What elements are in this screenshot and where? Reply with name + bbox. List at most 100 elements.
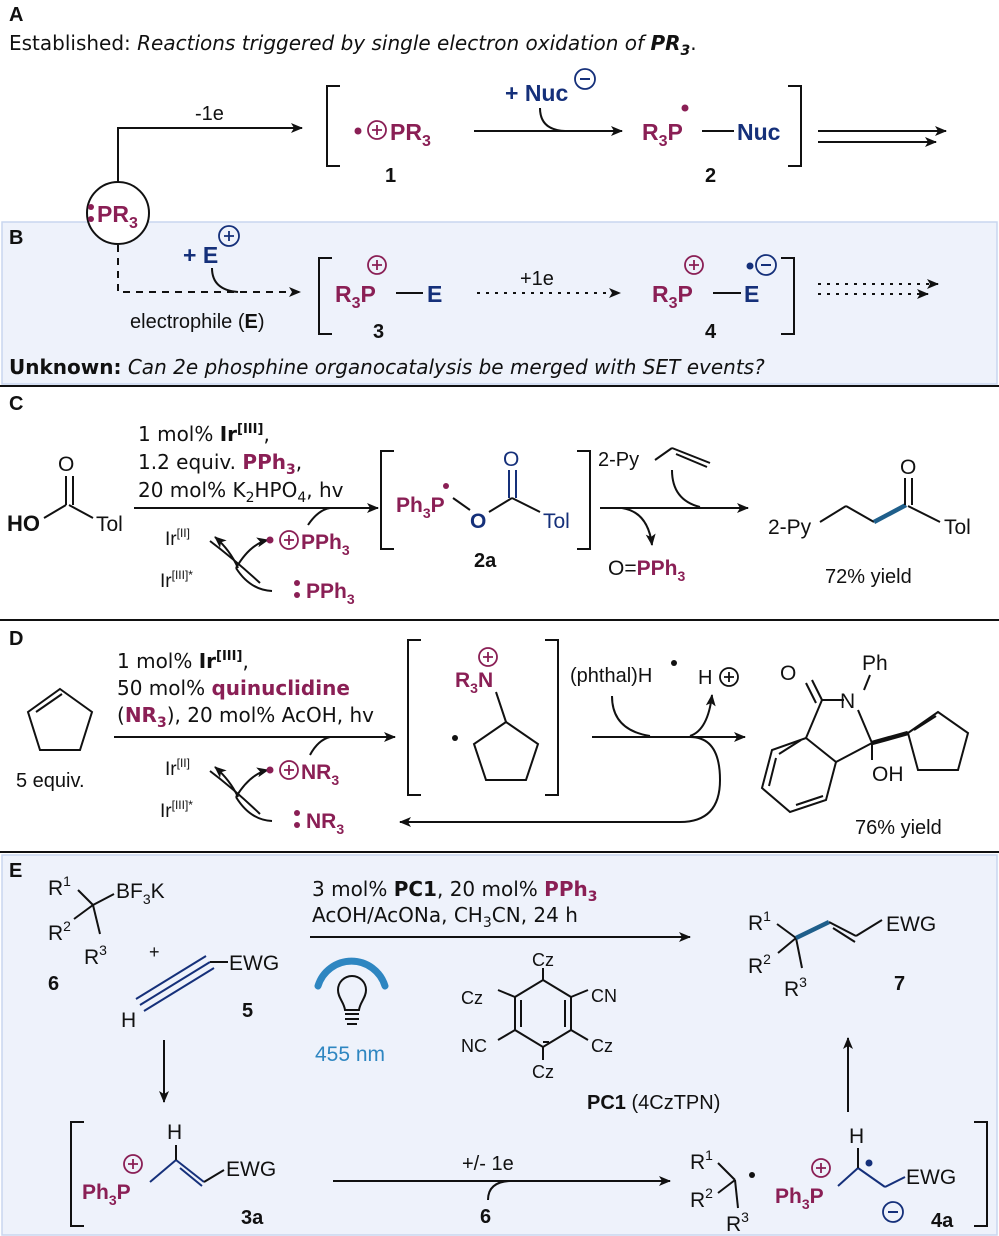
compound-number-6: 6 bbox=[48, 973, 59, 995]
equiv-label: 5 equiv. bbox=[16, 770, 85, 792]
cz-right: Cz bbox=[591, 1036, 613, 1056]
substituent-r1: R1 bbox=[48, 873, 71, 900]
ir-ii-label: Ir[II] bbox=[165, 756, 190, 780]
substituent-r1: R1 bbox=[690, 1147, 713, 1174]
vinylpyridine-curve bbox=[671, 469, 701, 508]
substituent-r2: R2 bbox=[748, 951, 771, 978]
plus-circle-icon bbox=[684, 255, 704, 275]
condition-e-1: 3 mol% PC1, 20 mol% PPh3 bbox=[312, 877, 597, 905]
cycle-arrow bbox=[235, 537, 269, 569]
plus-circle-icon bbox=[478, 647, 498, 667]
bracket-left-b bbox=[318, 257, 332, 335]
isoindolinone-product bbox=[760, 674, 970, 814]
ir-ii-label: Ir[II] bbox=[165, 526, 190, 550]
cycle-arc bbox=[235, 796, 273, 822]
alkyne-structure bbox=[135, 955, 215, 1012]
substituent-r2: R2 bbox=[690, 1185, 713, 1212]
substituent-r3: R3 bbox=[784, 974, 807, 1001]
pc1-label: PC1 (4CzTPN) bbox=[587, 1092, 720, 1114]
product-d-oxygen: O bbox=[780, 662, 796, 685]
catalyst-return-arrow bbox=[399, 736, 722, 827]
int-4a-h: H bbox=[849, 1125, 864, 1148]
set-arrow-label: +/- 1e bbox=[462, 1153, 514, 1175]
arrow-label-minus-1e: -1e bbox=[195, 103, 224, 125]
bond bbox=[68, 504, 94, 519]
bracket-right-e bbox=[974, 1121, 988, 1227]
cycle-arc bbox=[235, 567, 273, 592]
bracket-right-a bbox=[788, 85, 802, 167]
electrophile-dashed-arrow bbox=[117, 245, 301, 297]
bond bbox=[511, 497, 541, 513]
panel-a-label: A bbox=[9, 4, 23, 26]
unknown-question: Unknown: Can 2e phosphine organocatalysi… bbox=[9, 355, 765, 379]
intermediate-4-phosphorus: R3P bbox=[652, 281, 693, 312]
condition-c-1: 1 mol% Ir[III], bbox=[138, 422, 270, 446]
phosphine-pr3: PR3 bbox=[97, 201, 138, 232]
ylide-bonds bbox=[837, 1167, 906, 1188]
bond bbox=[819, 505, 847, 523]
radical-dot bbox=[266, 536, 274, 544]
lone-pair-nr3: NR3 bbox=[306, 810, 344, 837]
panel-c-label: C bbox=[9, 393, 23, 415]
condition-c-3: 20 mol% K2HPO4, hv bbox=[138, 478, 344, 506]
electrophile-label: electrophile (E) bbox=[130, 311, 265, 333]
plus-circle-icon bbox=[279, 530, 299, 550]
substituent-r2: R2 bbox=[48, 918, 71, 945]
arrow-label-plus-1e: +1e bbox=[520, 268, 554, 290]
proton-release-arrow bbox=[689, 694, 716, 737]
lone-pair-dot bbox=[294, 580, 300, 586]
compound-number-3: 3 bbox=[373, 321, 384, 343]
nc-left: NC bbox=[461, 1036, 487, 1056]
radical-cation-pph3: PPh3 bbox=[301, 531, 350, 558]
product-c-py: 2-Py bbox=[768, 516, 812, 539]
vinyl-bonds bbox=[149, 1159, 205, 1187]
bracket-right-c bbox=[577, 450, 591, 550]
lone-pair-dot bbox=[88, 216, 94, 222]
plus-circle-icon bbox=[218, 225, 240, 247]
bond bbox=[675, 453, 708, 468]
radical-dot bbox=[671, 660, 677, 666]
yield-c: 72% yield bbox=[825, 566, 912, 588]
cyclopentene-structure bbox=[26, 687, 94, 751]
substituent-r3: R3 bbox=[84, 942, 107, 969]
acid-tol: Tol bbox=[96, 513, 123, 536]
product-d-hydroxyl: OH bbox=[872, 763, 904, 786]
plus-sign: + bbox=[149, 942, 160, 962]
radical-dot bbox=[266, 766, 274, 774]
int-3a-ph3p: Ph3P bbox=[82, 1181, 131, 1208]
byproduct-arrow bbox=[621, 507, 656, 546]
bond bbox=[488, 497, 513, 513]
radical-dot bbox=[865, 1159, 873, 1167]
nucleophile-label: + Nuc bbox=[505, 80, 568, 106]
int-d-r3n: R3N bbox=[455, 669, 493, 696]
minus-circle-icon bbox=[574, 68, 596, 90]
cycle-arc bbox=[309, 736, 331, 756]
alkyne-h: H bbox=[121, 1009, 136, 1032]
trifluoroborate-structure bbox=[73, 889, 115, 935]
lone-pair-pph3: PPh3 bbox=[306, 580, 355, 607]
phosphine-circle bbox=[86, 181, 150, 245]
hat-curve bbox=[611, 695, 651, 737]
bond bbox=[43, 504, 67, 519]
minus-circle-icon bbox=[755, 254, 777, 276]
intermediate-3-phosphorus: R3P bbox=[335, 281, 376, 312]
vinylpyridine-label: 2-Py bbox=[598, 449, 639, 471]
cycle-arrow bbox=[235, 767, 269, 798]
product-d-phenyl: Ph bbox=[862, 652, 888, 675]
bracket-left-e bbox=[70, 1121, 84, 1227]
radical-cation-nr3: NR3 bbox=[301, 761, 339, 788]
radical-dot bbox=[354, 127, 362, 135]
plus-circle-icon bbox=[279, 760, 299, 780]
cycle-arc bbox=[307, 507, 331, 526]
panel-a-caption: Established: Reactions triggered by sing… bbox=[9, 31, 697, 59]
condition-d-3: (NR3), 20 mol% AcOH, hv bbox=[117, 703, 374, 731]
bracket-right-b bbox=[781, 257, 795, 335]
yield-d: 76% yield bbox=[855, 817, 942, 839]
product-c-tol: Tol bbox=[944, 516, 971, 539]
bracket-right-d bbox=[545, 639, 559, 796]
panel-e-label: E bbox=[9, 860, 22, 882]
bond bbox=[203, 1169, 225, 1183]
panel-b-background bbox=[1, 221, 998, 385]
bracket-left-d bbox=[407, 639, 421, 796]
